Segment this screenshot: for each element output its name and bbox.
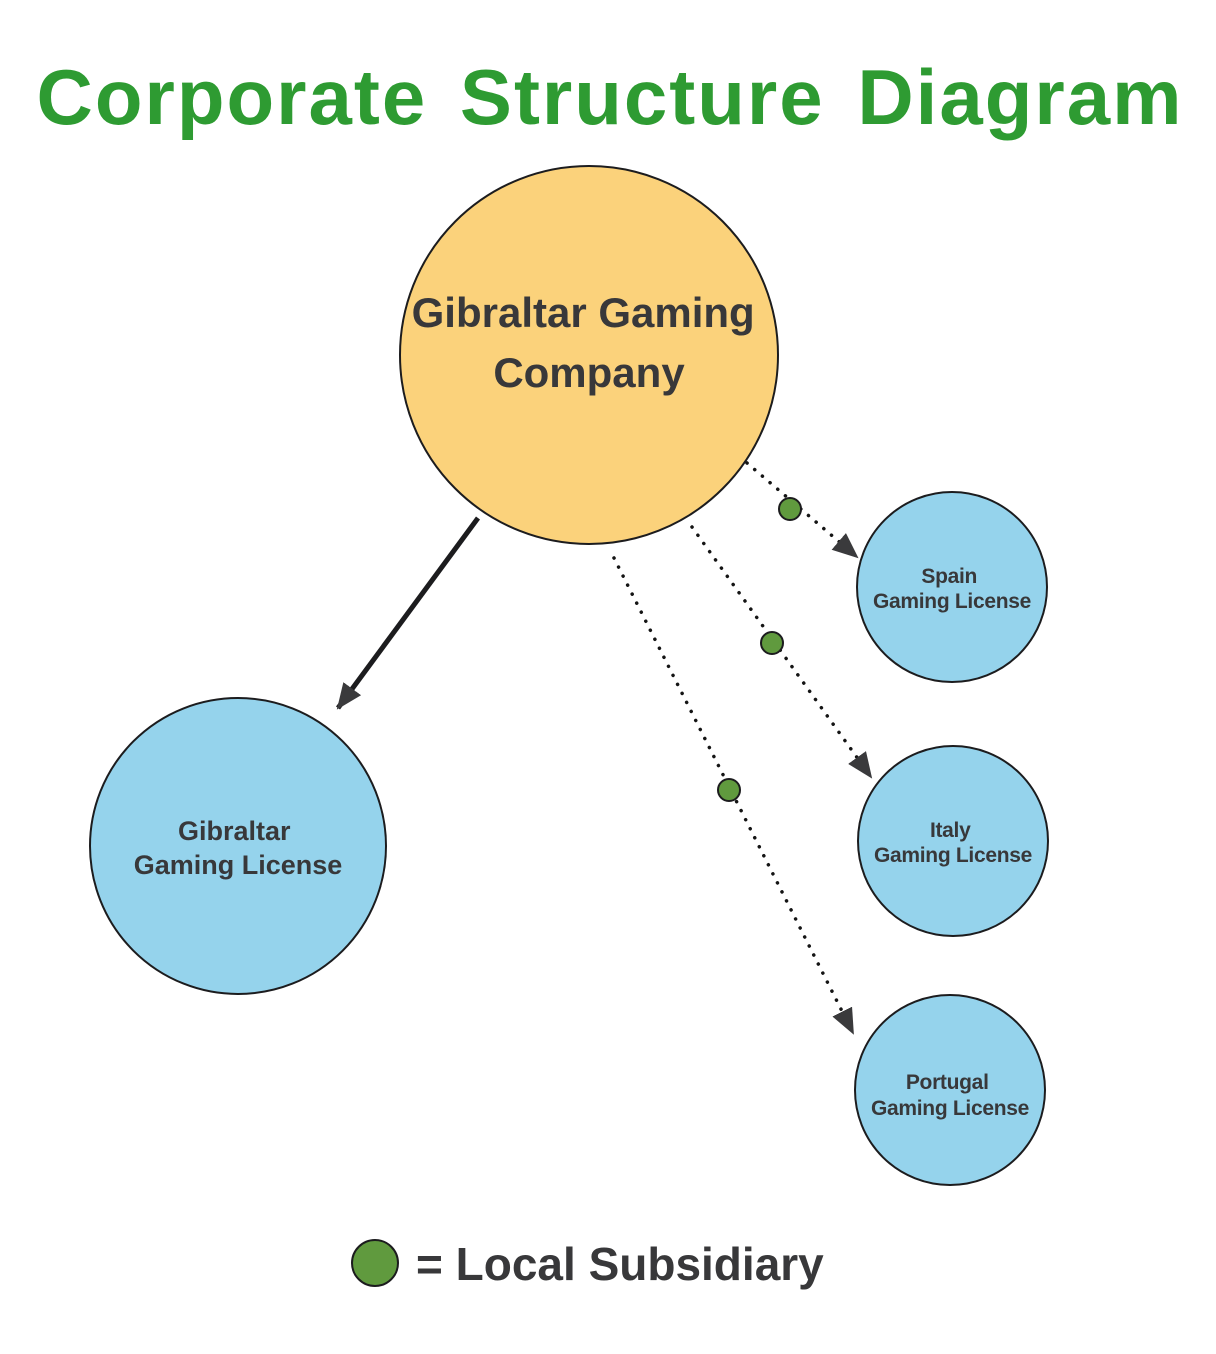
legend: = Local Subsidiary [351,1238,824,1290]
italy-license-label-line2: Gaming License [874,844,1032,867]
italy-license-label: Italy Gaming License [874,819,1032,867]
portugal-license-node: Portugal Gaming License [854,994,1046,1186]
main-company-circle [399,165,779,545]
italy-license-node: Italy Gaming License [857,745,1049,937]
dotted-arrow-spain [745,461,859,559]
spain-license-label-line2: Gaming License [873,590,1031,613]
main-company-node: Gibraltar Gaming Company [399,165,779,545]
legend-label: = Local Subsidiary [416,1238,824,1290]
diagram-title: Corporate Structure Diagram [37,53,1184,141]
gibraltar-license-circle [89,697,387,995]
spain-license-node: Spain Gaming License [856,491,1048,683]
local-subsidiary-dot-portugal [717,778,741,802]
gibraltar-license-label-line2: Gaming License [134,850,343,880]
legend-local-subsidiary-dot-icon [351,1239,399,1287]
gibraltar-license-node: Gibraltar Gaming License [89,697,387,995]
main-company-label-line1: Gibraltar Gaming [412,289,755,336]
portugal-license-label: Portugal Gaming License [871,1071,1029,1120]
spain-license-circle [856,491,1048,683]
portugal-license-label-line2: Gaming License [871,1097,1029,1120]
gibraltar-license-label: Gibraltar Gaming License [134,816,343,880]
italy-license-circle [857,745,1049,937]
main-company-label: Gibraltar Gaming Company [412,289,767,396]
dotted-arrow-portugal [612,556,855,1035]
local-subsidiary-dot-spain [778,497,802,521]
portugal-license-circle [854,994,1046,1186]
spain-license-label: Spain Gaming License [873,565,1031,613]
main-company-label-line2: Company [493,349,685,396]
dotted-arrow-italy [690,525,873,779]
gibraltar-license-label-line1: Gibraltar [178,816,291,846]
italy-license-label-line1: Italy [930,819,971,842]
solid-ownership-arrow-gibraltar [335,516,481,710]
portugal-license-label-line1: Portugal [906,1071,989,1094]
local-subsidiary-dot-italy [760,631,784,655]
spain-license-label-line1: Spain [921,565,977,588]
